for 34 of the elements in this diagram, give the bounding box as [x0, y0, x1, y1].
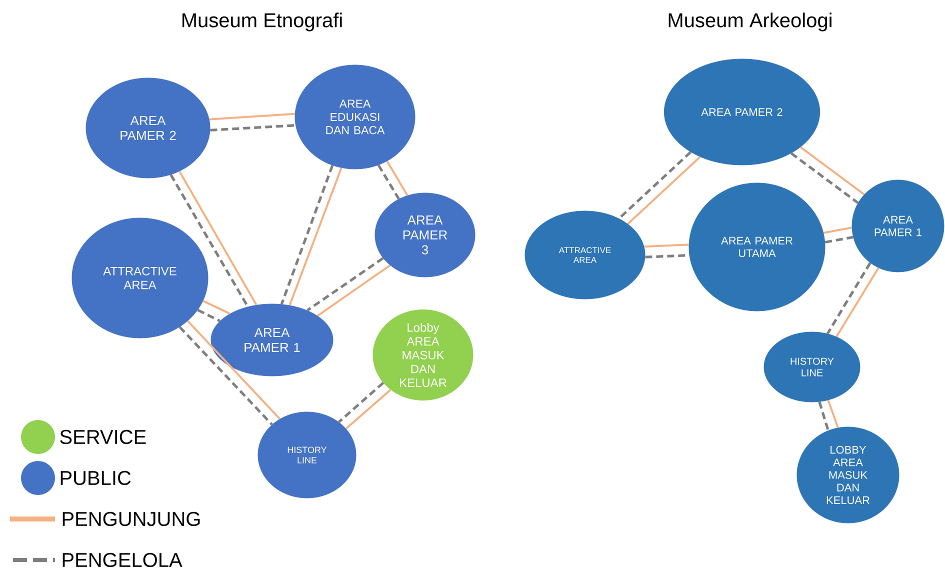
connector-line [338, 382, 384, 423]
connector-line [345, 389, 392, 430]
connector-line [288, 168, 342, 306]
connector-line [818, 401, 830, 431]
heading: Museum Etnografi [182, 12, 342, 32]
connector-line [627, 156, 701, 225]
connector-line [178, 326, 273, 426]
legend-label: PENGELOLA [62, 552, 182, 568]
heading: Museum Arkeologi [668, 12, 832, 32]
connector-line [178, 170, 258, 306]
legend-label: PUBLIC [60, 470, 131, 486]
connector-line [317, 264, 391, 317]
legend-label: PENGUNJUNG [62, 512, 200, 526]
connector-line [280, 164, 334, 305]
connector-line [645, 254, 690, 258]
connector-line [209, 112, 295, 120]
connector-line [618, 151, 692, 220]
legend-label: SERVICE [60, 430, 146, 444]
connector-line [377, 164, 400, 200]
connector-line [824, 236, 854, 244]
connector-line [823, 226, 852, 234]
connector-line [202, 300, 230, 315]
connector-line [800, 146, 865, 196]
connector-line [187, 320, 281, 420]
connector-line [197, 308, 220, 322]
connector-line [836, 267, 880, 338]
connector-line [170, 174, 249, 308]
connector-line [210, 124, 296, 132]
connector-line [644, 244, 689, 248]
connector-line [306, 257, 384, 312]
connector-line [827, 400, 839, 428]
connector-line [790, 152, 859, 204]
connector-line [386, 160, 408, 196]
connector-line [826, 262, 872, 334]
